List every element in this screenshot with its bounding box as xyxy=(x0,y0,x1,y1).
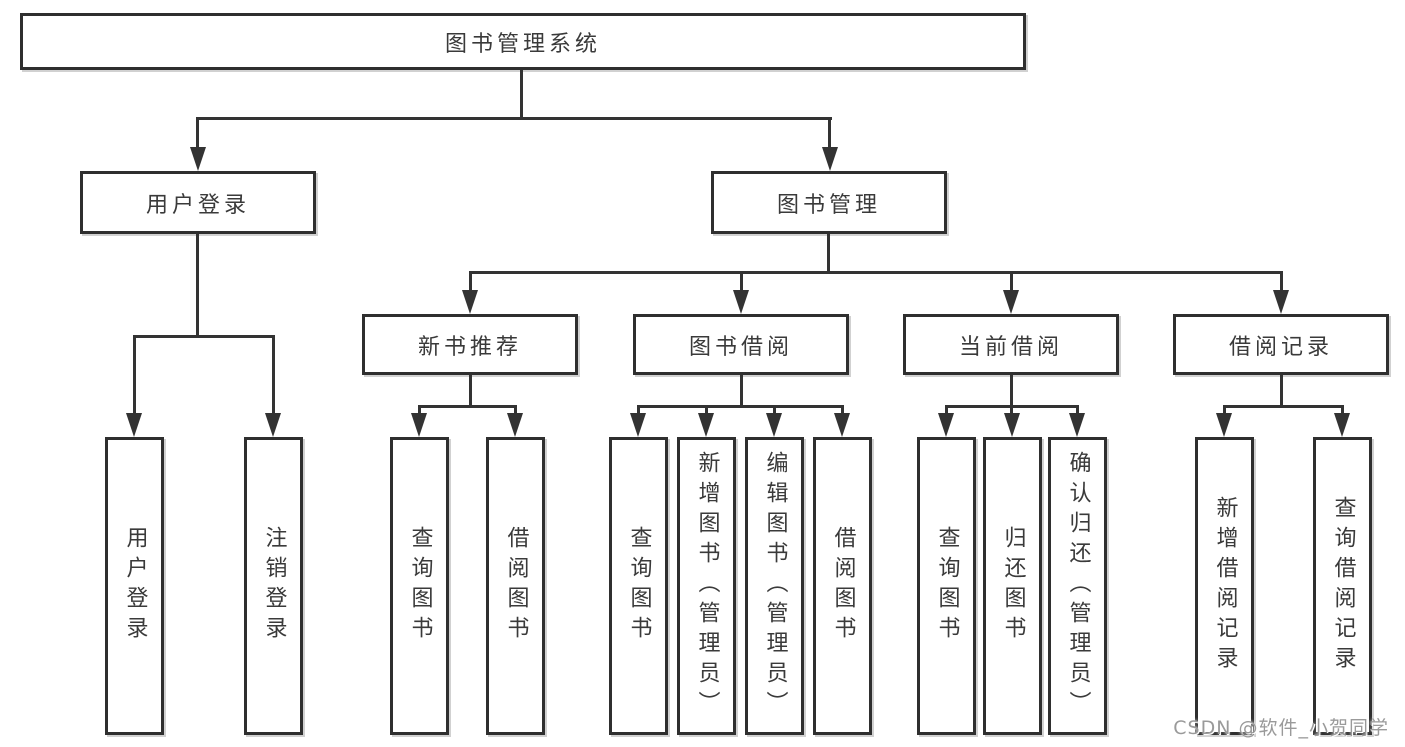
leaf-label: 注销登录 xyxy=(261,526,287,646)
connector-borrowing-bar xyxy=(637,405,844,408)
leaf-query-books-current: 查询图书 xyxy=(917,437,976,735)
arrowhead-to-leaf-logout xyxy=(265,413,281,437)
connector-records-arm-1 xyxy=(1223,405,1226,417)
node-book-management: 图书管理 xyxy=(711,171,947,234)
arrowhead-to-book-borrowing xyxy=(733,290,749,314)
node-label: 用户登录 xyxy=(145,192,250,218)
leaf-label: 用户登录 xyxy=(122,526,148,646)
node-library-management-system: 图书管理系统 xyxy=(20,13,1026,70)
node-borrowing-records: 借阅记录 xyxy=(1173,314,1389,375)
connector-borrowing-stem xyxy=(740,375,743,407)
connector-userlogin-bar xyxy=(133,335,275,338)
leaf-edit-books-admin: 编辑图书（管理员） xyxy=(745,437,804,735)
connector-root-bar xyxy=(196,117,832,120)
connector-current-arm-2 xyxy=(1010,405,1013,417)
arrowhead-current-confirm xyxy=(1069,413,1085,437)
leaf-return-books: 归还图书 xyxy=(983,437,1042,735)
arrowhead-borrowing-edit xyxy=(766,413,782,437)
leaf-label: 新增图书（管理员） xyxy=(694,451,720,721)
leaf-logout: 注销登录 xyxy=(244,437,303,735)
node-user-login-branch: 用户登录 xyxy=(80,171,316,234)
arrowhead-to-borrowing-records xyxy=(1273,290,1289,314)
leaf-query-books-newrec: 查询图书 xyxy=(390,437,449,735)
connector-userlogin-arm-1 xyxy=(133,335,136,417)
arrowhead-to-book-management xyxy=(822,147,838,171)
node-label: 当前借阅 xyxy=(958,334,1063,360)
leaf-borrow-books-newrec: 借阅图书 xyxy=(486,437,545,735)
arrowhead-newrec-query xyxy=(411,413,427,437)
arrowhead-borrowing-borrow xyxy=(834,413,850,437)
arrowhead-to-user-login xyxy=(190,147,206,171)
node-label: 借阅记录 xyxy=(1228,334,1333,360)
node-label: 图书借阅 xyxy=(688,334,793,360)
connector-borrowing-arm-3 xyxy=(773,405,776,417)
leaf-label: 确认归还（管理员） xyxy=(1065,451,1091,721)
connector-records-stem xyxy=(1280,375,1283,407)
connector-borrowing-arm-4 xyxy=(841,405,844,417)
leaf-query-borrow-record: 查询借阅记录 xyxy=(1313,437,1372,735)
leaf-label: 查询图书 xyxy=(626,526,652,646)
connector-userlogin-arm-2 xyxy=(272,335,275,417)
csdn-watermark: CSDN @软件_小贺同学 xyxy=(1173,717,1389,739)
leaf-label: 借阅图书 xyxy=(830,526,856,646)
connector-current-arm-1 xyxy=(945,405,948,417)
connector-root-arm-right xyxy=(828,117,831,153)
connector-bookmgmt-arm-3 xyxy=(1010,271,1013,294)
connector-bookmgmt-arm-1 xyxy=(469,271,472,294)
connector-borrowing-arm-2 xyxy=(705,405,708,417)
arrowhead-to-current-borrowing xyxy=(1003,290,1019,314)
leaf-add-borrow-record: 新增借阅记录 xyxy=(1195,437,1254,735)
leaf-label: 查询图书 xyxy=(407,526,433,646)
arrowhead-current-return xyxy=(1004,413,1020,437)
connector-root-arm-left xyxy=(196,117,199,153)
arrowhead-records-add xyxy=(1216,413,1232,437)
leaf-label: 借阅图书 xyxy=(503,526,529,646)
arrowhead-newrec-borrow xyxy=(507,413,523,437)
arrowhead-borrowing-add xyxy=(698,413,714,437)
leaf-user-login: 用户登录 xyxy=(105,437,164,735)
leaf-label: 查询借阅记录 xyxy=(1330,496,1356,676)
connector-records-arm-2 xyxy=(1341,405,1344,417)
leaf-add-books-admin: 新增图书（管理员） xyxy=(677,437,736,735)
leaf-borrow-books-borrowing: 借阅图书 xyxy=(813,437,872,735)
connector-newrec-stem xyxy=(469,375,472,407)
node-label: 新书推荐 xyxy=(417,334,522,360)
leaf-query-books-borrowing: 查询图书 xyxy=(609,437,668,735)
arrowhead-records-query xyxy=(1334,413,1350,437)
leaf-label: 新增借阅记录 xyxy=(1212,496,1238,676)
arrowhead-to-new-book-recommend xyxy=(462,290,478,314)
connector-borrowing-arm-1 xyxy=(637,405,640,417)
arrowhead-current-query xyxy=(938,413,954,437)
connector-records-bar xyxy=(1223,405,1344,408)
connector-bookmgmt-arm-4 xyxy=(1280,271,1283,294)
connector-current-arm-3 xyxy=(1076,405,1079,417)
leaf-confirm-return-admin: 确认归还（管理员） xyxy=(1048,437,1107,735)
arrowhead-to-leaf-user-login xyxy=(126,413,142,437)
node-current-borrowing: 当前借阅 xyxy=(903,314,1119,375)
connector-newrec-arm-2 xyxy=(514,405,517,417)
node-label: 图书管理 xyxy=(776,192,881,218)
connector-bookmgmt-stem xyxy=(827,234,830,273)
leaf-label: 归还图书 xyxy=(1000,526,1026,646)
leaf-label: 编辑图书（管理员） xyxy=(762,451,788,721)
leaf-label: 查询图书 xyxy=(934,526,960,646)
node-book-borrowing: 图书借阅 xyxy=(633,314,849,375)
node-new-book-recommend: 新书推荐 xyxy=(362,314,578,375)
connector-bookmgmt-arm-2 xyxy=(740,271,743,294)
connector-current-stem xyxy=(1010,375,1013,407)
connector-newrec-arm-1 xyxy=(418,405,421,417)
connector-root-stem xyxy=(520,70,523,119)
node-label: 图书管理系统 xyxy=(444,31,601,57)
arrowhead-borrowing-query xyxy=(630,413,646,437)
connector-newrec-bar xyxy=(418,405,517,408)
connector-bookmgmt-bar xyxy=(469,271,1283,274)
connector-userlogin-stem xyxy=(196,234,199,337)
